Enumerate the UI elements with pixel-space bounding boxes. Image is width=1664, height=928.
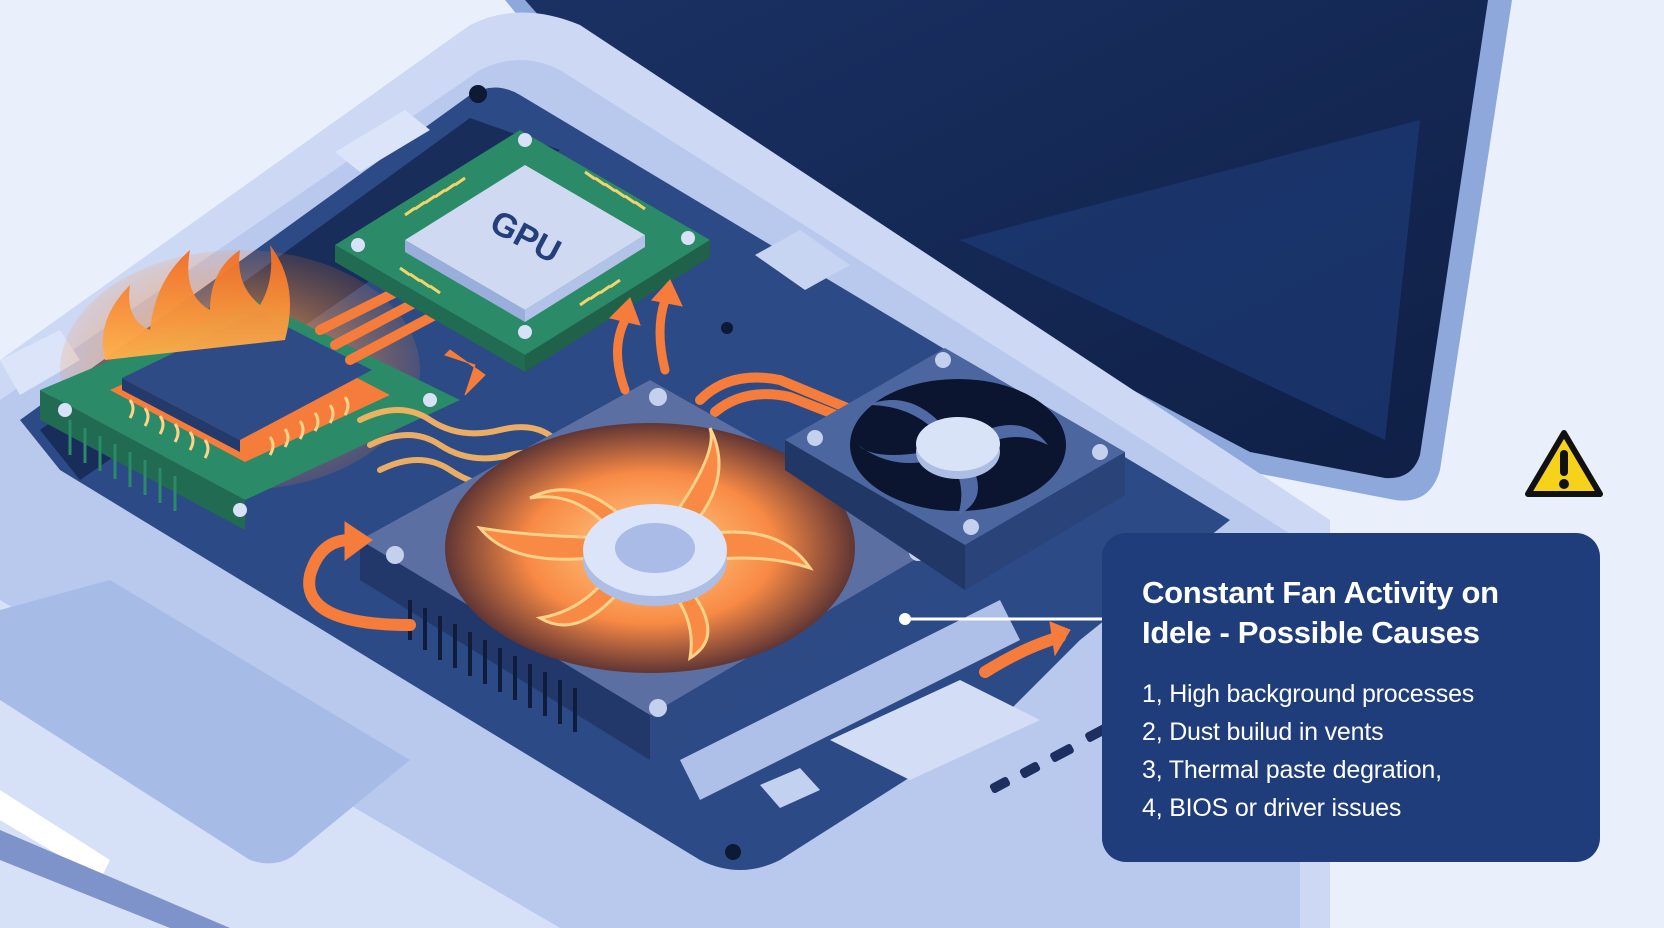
airflow-arrow-icon [303,279,1071,678]
warning-triangle-icon [1525,430,1603,497]
secondary-fan [785,348,1125,590]
callout-connector [899,612,1117,626]
causes-info-panel: Constant Fan Activity on Idele - Possibl… [1102,533,1600,862]
flame-icon [102,245,291,360]
causes-list: 1, High background processes 2, Dust bui… [1142,675,1570,827]
panel-title: Constant Fan Activity on Idele - Possibl… [1142,575,1499,650]
trackpad [0,580,410,864]
cause-item-1: 1, High background processes [1142,680,1475,708]
ports [680,600,1109,808]
cause-item-3: 3, Thermal paste degration, [1142,756,1442,784]
cause-item-2: 2, Dust builud in vents [1142,718,1384,746]
heat-pipes [315,285,910,447]
gpu-chip: GPU [335,130,710,372]
laptop-screen [505,0,1512,501]
cause-item-4: 4, BIOS or driver issues [1142,794,1402,822]
